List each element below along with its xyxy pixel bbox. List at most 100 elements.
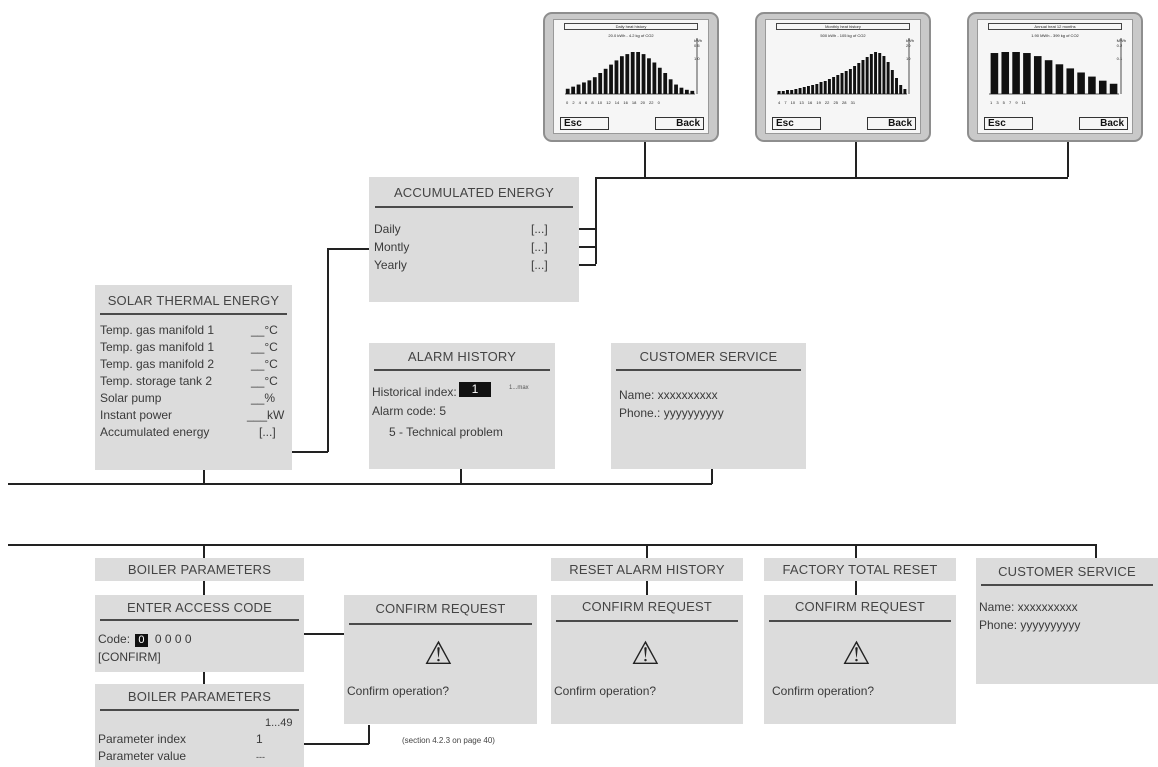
- histogram-bar: [836, 75, 840, 94]
- panel-title: FACTORY TOTAL RESET: [782, 562, 938, 577]
- accumulated-energy-panel: ACCUMULATED ENERGY Daily [...] Montly [.…: [369, 177, 579, 302]
- enter-access-code-panel: ENTER ACCESS CODE Code: 0 0 0 0 0 [CONFI…: [95, 595, 304, 672]
- accumulated-energy-link[interactable]: Accumulated energy: [100, 425, 210, 439]
- histogram-bar: [865, 57, 869, 94]
- histogram-bar: [802, 87, 806, 94]
- row-value: __°C: [251, 374, 278, 388]
- histogram-bar: [614, 60, 619, 94]
- confirm-request-panel: CONFIRM REQUEST ⚠ Confirm operation?: [551, 595, 743, 724]
- histogram-bar: [647, 58, 651, 94]
- histogram-bar: [890, 70, 894, 94]
- back-button[interactable]: Back: [655, 117, 704, 130]
- histogram-bar: [1023, 53, 1031, 94]
- esc-button[interactable]: Esc: [984, 117, 1033, 130]
- histogram-bar: [815, 84, 819, 94]
- accumulated-row-monthly[interactable]: Montly: [374, 240, 409, 254]
- histogram-bar: [827, 79, 831, 94]
- histogram-bar: [895, 78, 898, 94]
- monthly-history-screen: Monthly heat history 500 kWh - 105 kg of…: [755, 12, 931, 142]
- annual-history-screen: Annual heat 12 months 1.90 MWh - 399 kg …: [967, 12, 1143, 142]
- index-range-label: 1...max: [509, 385, 529, 391]
- histogram-bar: [690, 90, 695, 94]
- customer-service-panel-bottom: CUSTOMER SERVICE Name: xxxxxxxxxx Phone:…: [976, 558, 1158, 684]
- daily-history-screen: Daily heat history 20.0 kWh - 4.2 kg of …: [543, 12, 719, 142]
- alarm-problem-text: 5 - Technical problem: [389, 425, 503, 439]
- histogram-bar: [668, 79, 673, 94]
- back-button[interactable]: Back: [1079, 117, 1128, 130]
- boiler-parameters-header[interactable]: BOILER PARAMETERS: [95, 558, 304, 581]
- histogram-bar: [781, 91, 785, 94]
- code-value: 5: [439, 404, 447, 418]
- histogram-bar: [790, 90, 794, 94]
- historical-index-field[interactable]: 1: [459, 382, 491, 397]
- customer-phone: Phone.: yyyyyyyyyy: [619, 406, 724, 420]
- confirm-operation-text: Confirm operation?: [772, 684, 875, 698]
- reset-alarm-history-header[interactable]: RESET ALARM HISTORY: [551, 558, 743, 581]
- histogram-bar: [598, 73, 603, 94]
- row-label: Temp. storage tank 2: [100, 374, 213, 388]
- histogram-bar: [903, 89, 907, 94]
- parameter-value-value[interactable]: ---: [256, 752, 265, 762]
- tick-label: 0.1: [1116, 56, 1123, 61]
- row-label: Yearly: [374, 258, 407, 272]
- histogram-plot: [989, 38, 1122, 95]
- histogram-bar: [786, 90, 789, 94]
- parameter-index-value[interactable]: 1: [256, 732, 263, 746]
- row-label: Solar pump: [100, 391, 162, 405]
- unit-label: kWh: [694, 38, 702, 43]
- boiler-parameters-panel: BOILER PARAMETERS 1...49 Parameter index…: [95, 684, 304, 767]
- customer-service-panel-top: CUSTOMER SERVICE Name: xxxxxxxxxx Phone.…: [611, 343, 806, 469]
- histogram-bar: [1098, 80, 1107, 94]
- histogram-bar: [1044, 60, 1053, 94]
- customer-name: Name: xxxxxxxxxx: [619, 388, 718, 402]
- screen-subtitle: 20.0 kWh - 4.2 kg of CO2: [608, 33, 654, 38]
- panel-title: CONFIRM REQUEST: [794, 599, 926, 614]
- histogram-bar: [674, 84, 678, 94]
- alarm-history-panel: ALARM HISTORY Historical index: 1 1...ma…: [369, 343, 555, 469]
- histogram-bar: [571, 86, 576, 94]
- screen-header: Daily heat history: [564, 23, 698, 30]
- screen-header: Monthly heat history: [776, 23, 910, 30]
- histogram-bar: [844, 71, 848, 94]
- histogram-bar: [882, 56, 886, 94]
- solar-thermal-panel: SOLAR THERMAL ENERGY Temp. gas manifold …: [95, 285, 292, 470]
- row-label: Temp. gas manifold 1: [100, 323, 215, 337]
- warning-icon: ⚠: [842, 635, 871, 671]
- histogram-bar: [848, 69, 852, 94]
- row-value: __%: [251, 391, 276, 405]
- parameter-value-label: Parameter value: [98, 749, 187, 763]
- histogram-bar: [899, 85, 903, 94]
- back-button[interactable]: Back: [867, 117, 916, 130]
- confirm-code-button[interactable]: [CONFIRM]: [98, 650, 161, 664]
- histogram-bar: [832, 77, 836, 94]
- alarm-code-label: Alarm code: 5: [372, 404, 446, 418]
- x-axis-ticks: 1 3 5 7 9 11: [990, 100, 1026, 105]
- histogram-bar: [630, 52, 635, 94]
- histogram-bar: [641, 54, 646, 94]
- histogram-bar: [576, 84, 581, 94]
- histogram-plot: [565, 38, 698, 95]
- code-digits[interactable]: 0 0 0 0: [154, 632, 192, 646]
- screen-subtitle: 500 kWh - 105 kg of CO2: [820, 33, 866, 38]
- row-value: [...]: [531, 222, 548, 236]
- histogram-bar: [886, 62, 890, 94]
- histogram-bar: [609, 64, 613, 94]
- factory-total-reset-header[interactable]: FACTORY TOTAL RESET: [764, 558, 956, 581]
- row-label: Daily: [374, 222, 401, 236]
- code-digit-active[interactable]: 0: [135, 634, 148, 647]
- esc-button[interactable]: Esc: [560, 117, 609, 130]
- accumulated-row-yearly[interactable]: Yearly: [374, 258, 407, 272]
- accumulated-row-daily[interactable]: Daily: [374, 222, 401, 236]
- row-value: __°C: [251, 357, 278, 371]
- histogram-bar: [861, 60, 865, 94]
- histogram-bar: [811, 85, 815, 94]
- histogram-plot: [777, 38, 910, 95]
- x-axis-ticks: 0 2 4 6 8 10 12 14 16 18 20 22 0: [566, 100, 660, 105]
- histogram-bar: [679, 87, 684, 94]
- histogram-bar: [582, 82, 586, 94]
- histogram-bar: [1055, 64, 1064, 94]
- histogram-bar: [874, 52, 878, 94]
- esc-button[interactable]: Esc: [772, 117, 821, 130]
- histogram-bar: [603, 68, 608, 94]
- panel-title: CUSTOMER SERVICE: [639, 349, 778, 364]
